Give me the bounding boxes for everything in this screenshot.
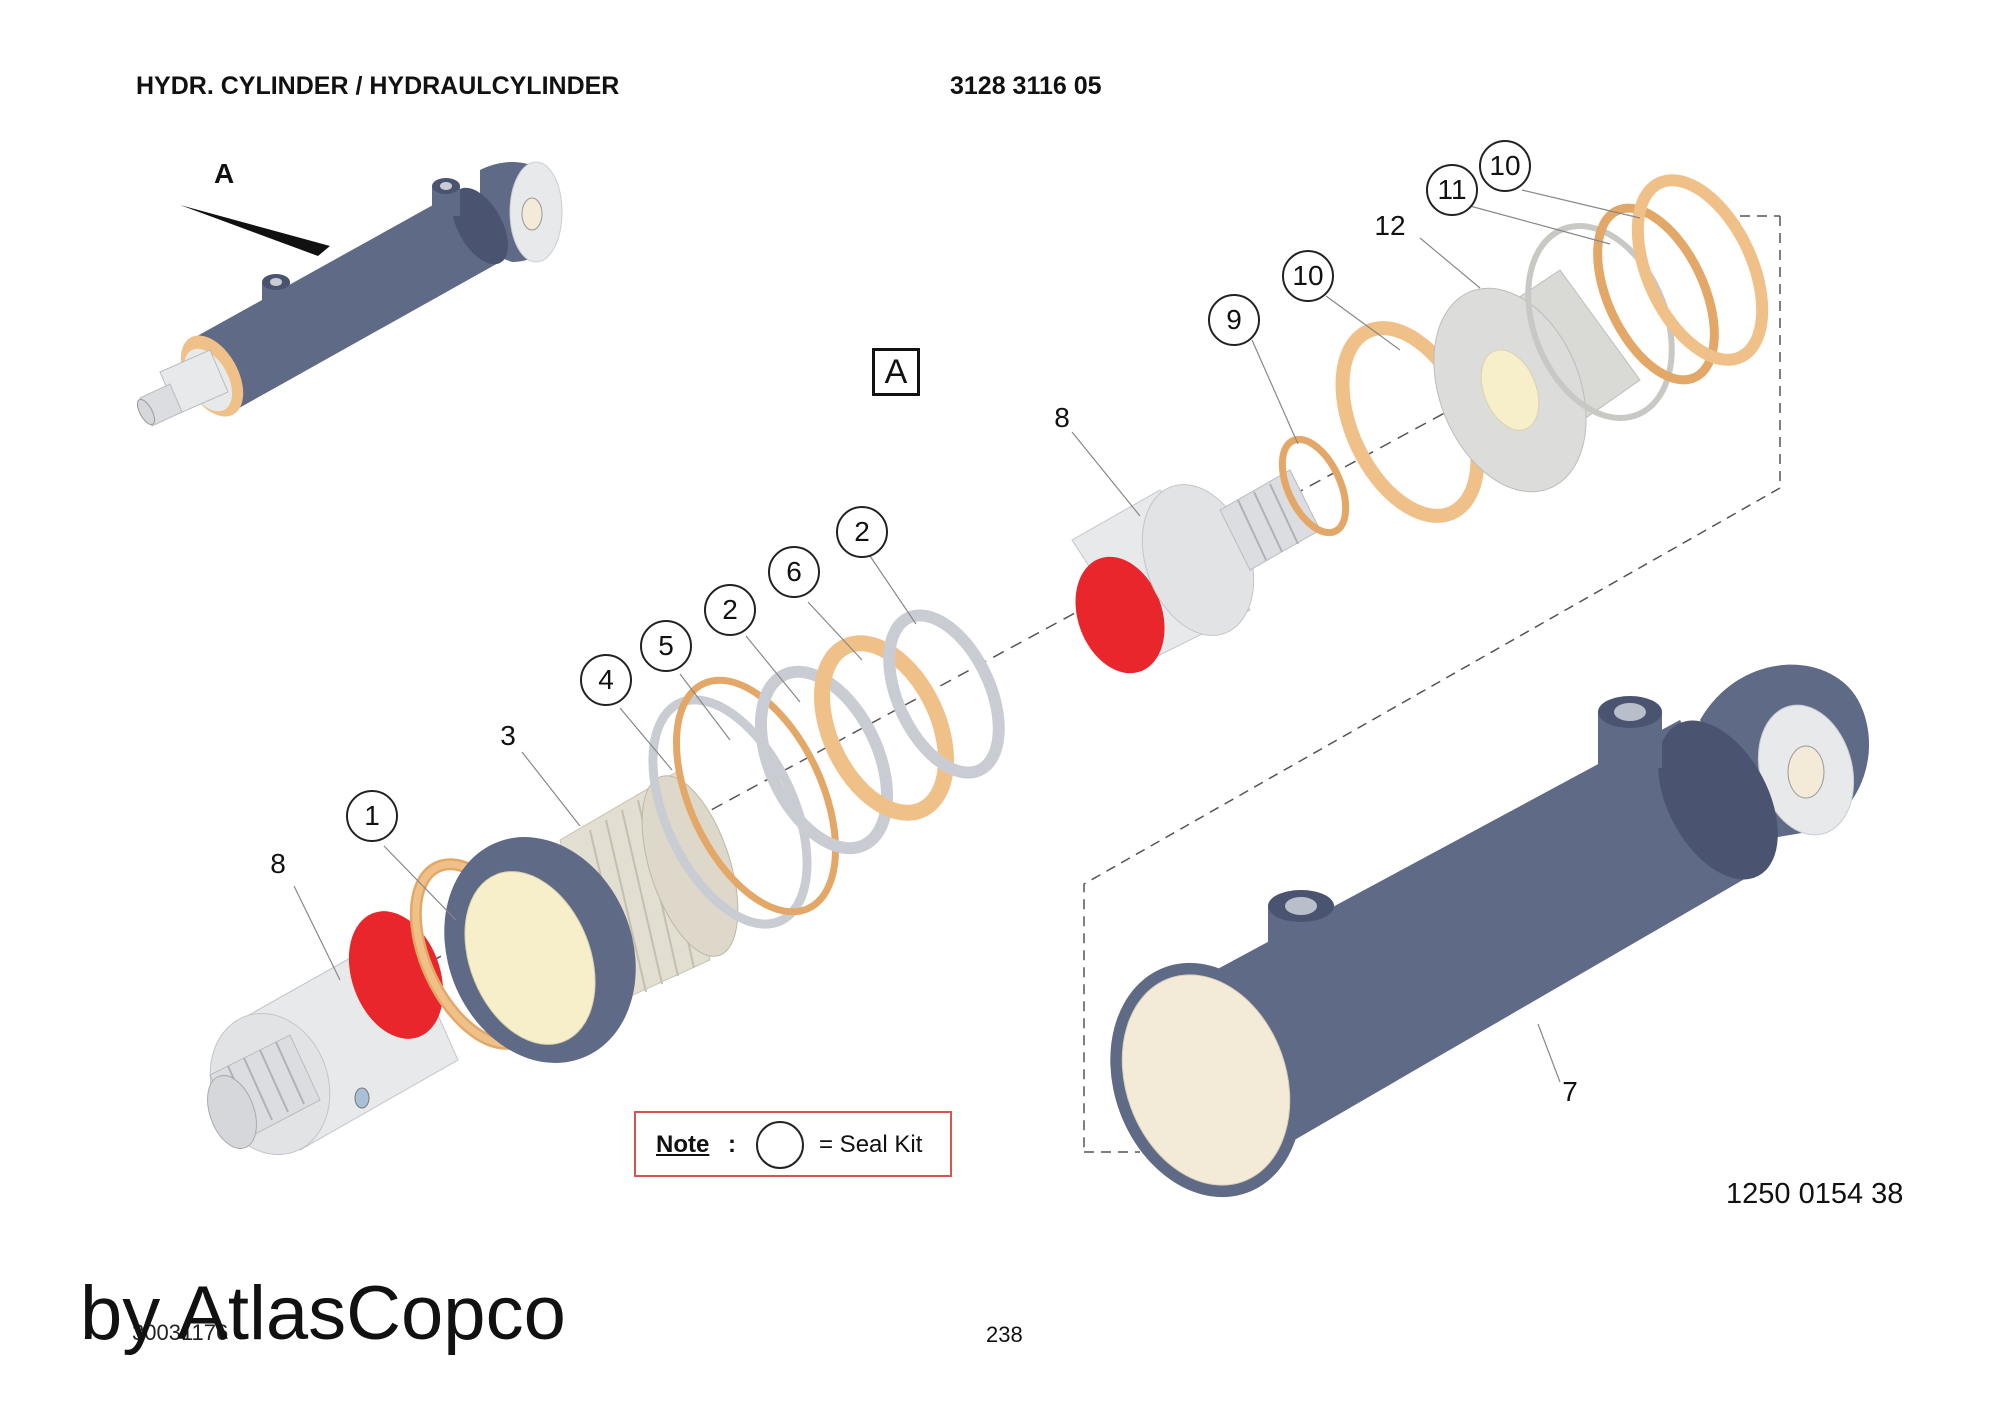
detail-pointer-arrow xyxy=(180,205,330,256)
part-4-ring xyxy=(648,695,812,929)
overview-cylinder xyxy=(136,161,563,427)
note-label: Note xyxy=(656,1131,710,1158)
part-5-seal xyxy=(672,676,840,916)
part-2-ring-a xyxy=(754,665,894,855)
leader-lines xyxy=(293,189,1641,1083)
part-8-center xyxy=(1071,469,1321,674)
part-number: 3128 3116 05 xyxy=(950,72,1102,100)
part-6-seal xyxy=(814,635,954,821)
part-11-seal xyxy=(1593,203,1719,385)
detail-pointer-label: A xyxy=(214,158,235,189)
assembly-bracket xyxy=(1083,216,1781,1152)
note-text: = Seal Kit xyxy=(819,1131,923,1158)
callout-c4: 4 xyxy=(580,654,632,706)
callout-c10b: 10 xyxy=(1282,250,1334,302)
callout-c6: 6 xyxy=(768,546,820,598)
part-7-barrel xyxy=(1110,664,1870,1198)
callout-c8a: 8 xyxy=(1054,402,1070,433)
watermark: by AtlasCopco xyxy=(80,1271,566,1356)
callout-c3: 3 xyxy=(500,720,516,751)
page-title: HYDR. CYLINDER / HYDRAULCYLINDER xyxy=(136,72,620,100)
part-12-piston xyxy=(1433,223,1675,493)
seal-kit-circle-icon xyxy=(756,1121,804,1169)
callout-c12: 12 xyxy=(1374,210,1406,241)
doc-code: 30031176 xyxy=(132,1320,229,1345)
callout-c7: 7 xyxy=(1562,1076,1578,1107)
detail-box-label: A xyxy=(872,348,920,396)
part-10-seal-a xyxy=(1631,174,1769,366)
callout-c8b: 8 xyxy=(270,848,286,879)
callout-c2a: 2 xyxy=(836,506,888,558)
page-number: 238 xyxy=(986,1322,1023,1347)
part-3-cylinder-head xyxy=(444,769,739,1063)
note-colon: : xyxy=(728,1131,736,1158)
callout-c5: 5 xyxy=(640,620,692,672)
callout-c2b: 2 xyxy=(704,584,756,636)
drawing-number: 1250 0154 38 xyxy=(1726,1178,1904,1210)
note-box: Note : = Seal Kit xyxy=(634,1111,952,1177)
callout-c10a: 10 xyxy=(1479,140,1531,192)
callout-c9: 9 xyxy=(1208,294,1260,346)
part-2-ring-b xyxy=(883,609,1005,779)
callout-c11: 11 xyxy=(1426,164,1478,216)
part-9-oring xyxy=(1278,435,1350,537)
callout-c1: 1 xyxy=(346,790,398,842)
